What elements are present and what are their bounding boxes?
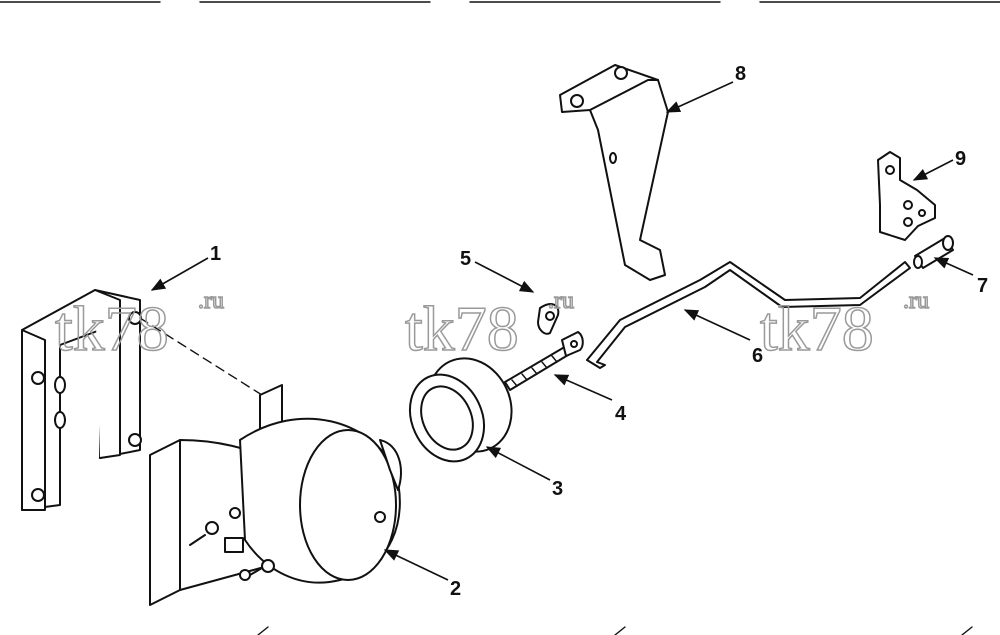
callout-7: 7 — [977, 275, 988, 297]
leader-2 — [383, 549, 449, 581]
watermark: tk78 .ru tk78 .ru tk78 .ru — [54, 287, 930, 365]
plunger — [504, 331, 584, 391]
watermark-text: tk78 — [55, 293, 169, 364]
support-bracket — [559, 64, 669, 281]
alignment-line — [139, 317, 263, 396]
callout-8: 8 — [735, 63, 746, 85]
solenoid — [149, 384, 402, 606]
callout-2: 2 — [450, 578, 461, 600]
leader-1 — [150, 257, 209, 291]
lever — [877, 151, 936, 241]
leader-4 — [553, 374, 613, 401]
watermark-suffix: .ru — [903, 288, 929, 314]
leader-8 — [665, 81, 734, 113]
callout-4: 4 — [615, 403, 627, 425]
callout-5: 5 — [460, 248, 471, 270]
leader-9 — [912, 159, 954, 181]
bottom-edge-marks — [257, 626, 973, 635]
leader-7 — [933, 257, 974, 276]
leader-3 — [485, 446, 551, 481]
callout-1: 1 — [210, 243, 221, 265]
callout-6: 6 — [752, 345, 763, 367]
clip — [537, 303, 560, 335]
callout-3: 3 — [552, 478, 563, 500]
sleeve — [913, 235, 954, 269]
watermark-text: tk78 — [760, 293, 874, 364]
watermark-suffix: .ru — [198, 288, 224, 314]
mounting-bracket — [21, 289, 142, 511]
leader-5 — [474, 261, 535, 293]
callout-9: 9 — [955, 148, 966, 170]
leader-lines — [150, 81, 974, 581]
watermark-text: tk78 — [405, 293, 519, 364]
callouts: 1 2 3 4 5 6 7 8 9 — [210, 63, 988, 600]
leader-6 — [683, 309, 751, 341]
link-rod — [586, 261, 911, 369]
watermark-suffix: .ru — [548, 288, 574, 314]
